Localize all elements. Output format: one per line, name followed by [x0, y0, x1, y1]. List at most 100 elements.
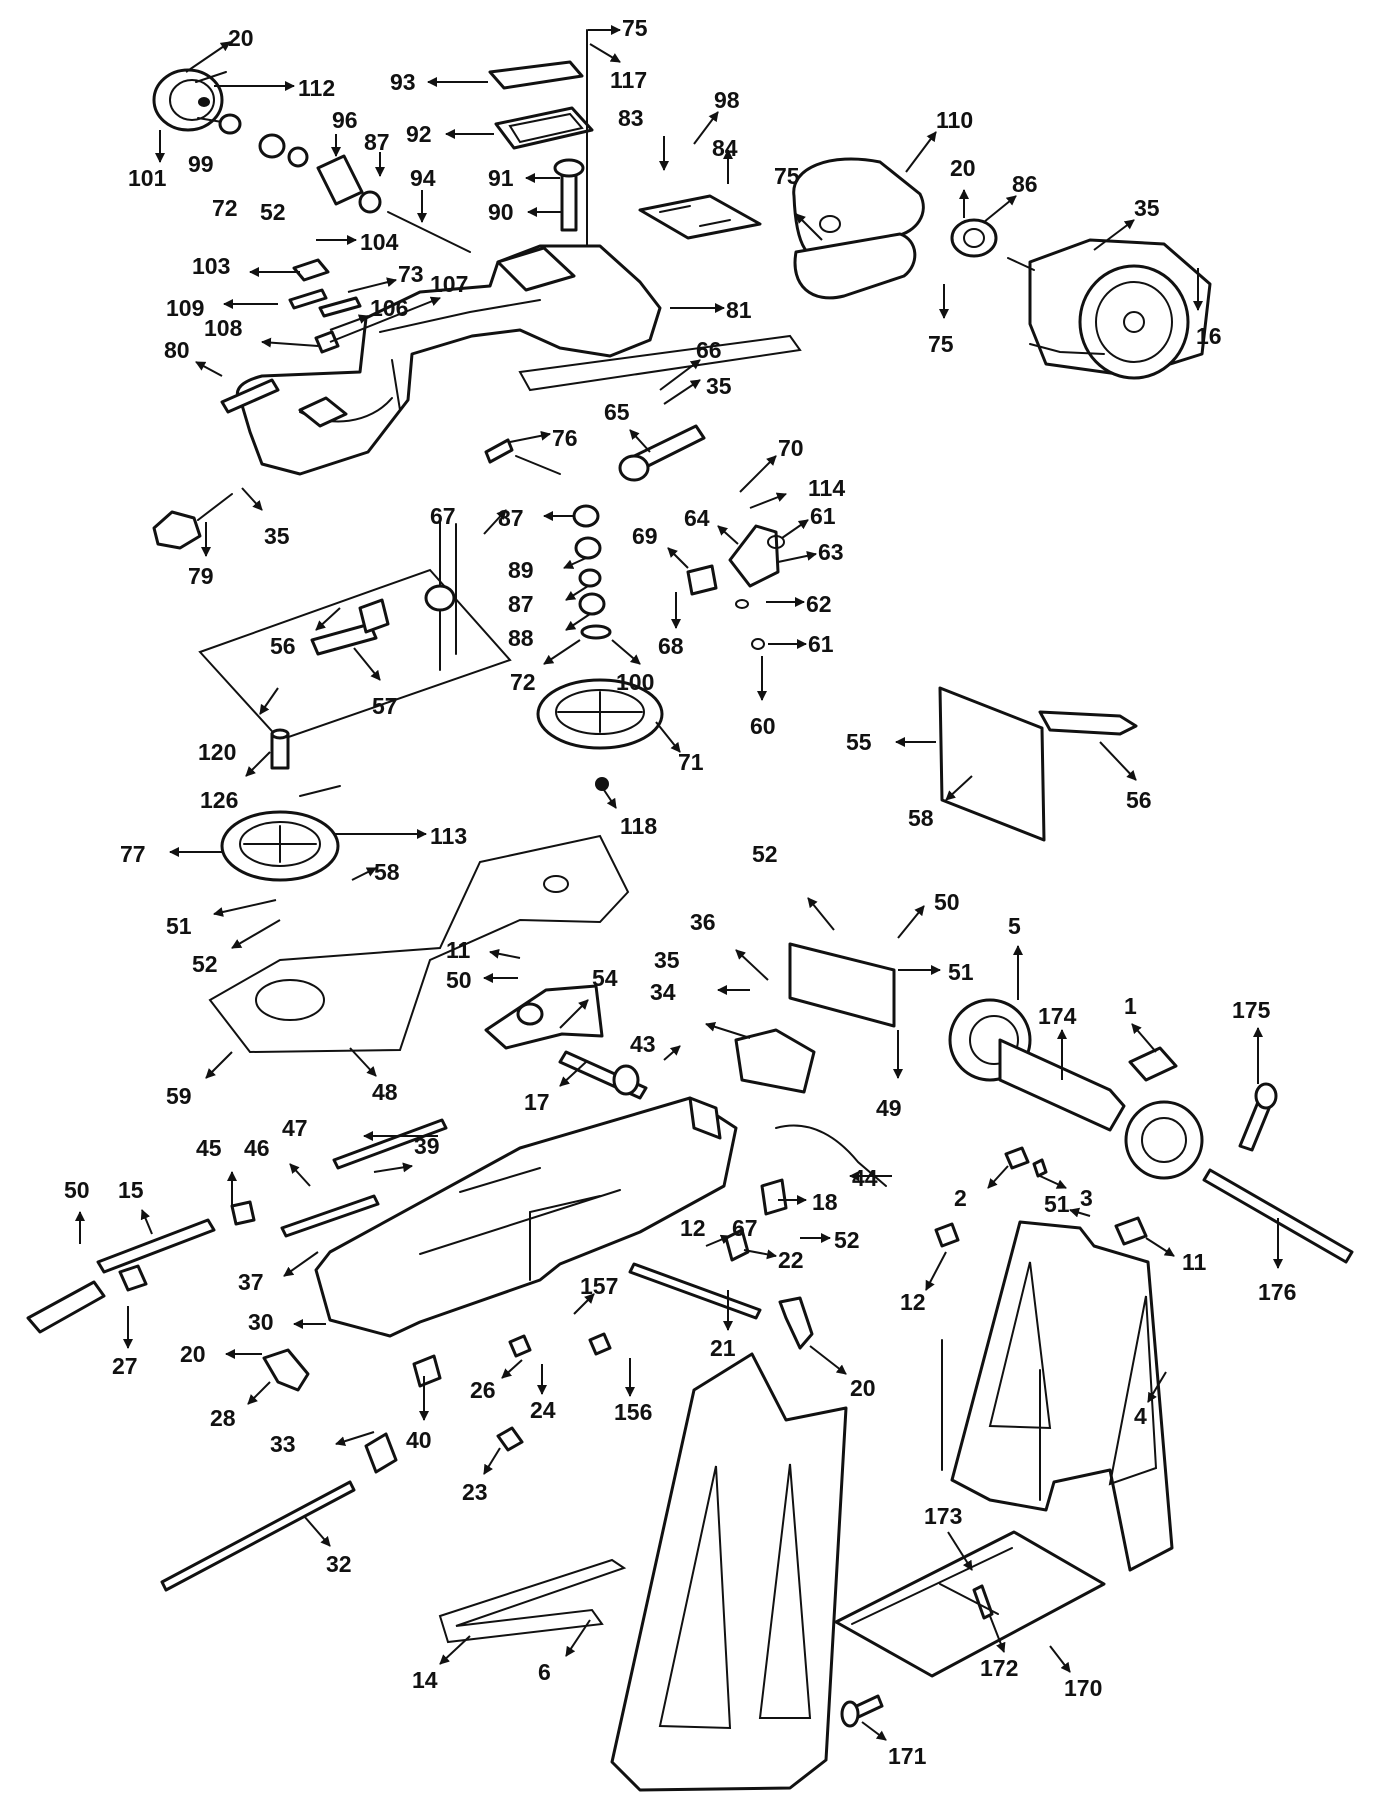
- part-label: 58: [374, 859, 400, 885]
- tension-knob-drawing: [1128, 1046, 1178, 1082]
- part-label: 62: [806, 591, 832, 617]
- part-label: 52: [834, 1227, 860, 1253]
- part-label: 100: [616, 669, 654, 695]
- part-label: 5: [1008, 913, 1021, 939]
- part-label: 52: [260, 199, 286, 225]
- part-label: 20: [850, 1375, 876, 1401]
- part-label: 2: [954, 1185, 967, 1211]
- part-label: 118: [620, 813, 657, 839]
- part-label: 28: [210, 1405, 236, 1431]
- vise-bracket-drawing: [734, 1028, 816, 1094]
- part-label: 35: [654, 947, 680, 973]
- washer-drawing: [218, 113, 242, 135]
- vise-jaw-drawing: [484, 984, 604, 1050]
- guide-block-drawing: [728, 524, 780, 588]
- part-label: 170: [1064, 1675, 1102, 1701]
- part-label: 61: [810, 503, 836, 529]
- handle-rod-drawing: [96, 1218, 216, 1274]
- part-label: 45: [196, 1135, 222, 1161]
- fence-plate-drawing: [788, 942, 896, 1028]
- part-label: 68: [658, 633, 684, 659]
- part-label: 11: [1182, 1249, 1207, 1275]
- part-label: 56: [1126, 787, 1152, 813]
- part-label: 103: [192, 253, 230, 279]
- part-label: 3: [1080, 1185, 1093, 1211]
- part-label: 60: [750, 713, 776, 739]
- part-label: 80: [164, 337, 190, 363]
- part-label: 23: [462, 1479, 488, 1505]
- part-label: 71: [678, 749, 704, 775]
- part-label: 65: [604, 399, 630, 425]
- feed-rod-drawing: [628, 1262, 762, 1320]
- part-label: 35: [264, 523, 290, 549]
- part-label: 114: [808, 475, 845, 501]
- belt-guard-drawing: [792, 157, 925, 300]
- part-label: 77: [120, 841, 146, 867]
- cover-plate-drawing: [488, 60, 584, 90]
- part-label: 89: [508, 557, 534, 583]
- part-label: 175: [1232, 997, 1271, 1023]
- block-drawing: [292, 258, 330, 282]
- part-label: 66: [696, 337, 722, 363]
- lower-wheel-drawing: [536, 678, 664, 791]
- panel-plate-drawing: [938, 686, 1046, 842]
- stop-block-drawing: [364, 1432, 398, 1474]
- part-label: 156: [614, 1399, 652, 1425]
- part-label: 51: [1044, 1191, 1070, 1217]
- part-label: 87: [498, 505, 524, 531]
- part-label: 73: [398, 261, 424, 287]
- part-label: 87: [508, 591, 534, 617]
- gasket-drawing: [494, 106, 594, 150]
- motor-pulley-drawing: [950, 218, 998, 258]
- part-label: 174: [1038, 1003, 1077, 1029]
- part-label: 88: [508, 625, 534, 651]
- part-label: 75: [928, 331, 954, 357]
- part-label: 40: [406, 1427, 432, 1453]
- gear-assembly-drawing: [948, 998, 1204, 1180]
- main-base-drawing: [314, 1096, 738, 1338]
- shaft-drawing: [387, 211, 471, 253]
- cable-drawing: [775, 1124, 887, 1187]
- part-label: 51: [948, 959, 974, 985]
- spindle-washer-drawing: [572, 504, 600, 528]
- part-label: 75: [774, 163, 800, 189]
- part-label: 84: [712, 135, 738, 161]
- part-label: 21: [710, 1335, 736, 1361]
- part-label: 55: [846, 729, 872, 755]
- part-label: 109: [166, 295, 204, 321]
- part-label: 39: [414, 1133, 440, 1159]
- part-label: 101: [128, 165, 167, 191]
- part-label: 52: [192, 951, 218, 977]
- part-label: 32: [326, 1551, 352, 1577]
- part-label: 20: [228, 25, 254, 51]
- part-label: 11: [446, 937, 471, 963]
- collar-drawing: [258, 133, 286, 159]
- part-number-labels: 20 112 101 99 72 96 87 94 52 104 103 109…: [64, 15, 1296, 1769]
- part-label: 106: [370, 295, 408, 321]
- part-label: 12: [680, 1215, 706, 1241]
- part-label: 18: [812, 1189, 838, 1215]
- part-label: 36: [690, 909, 716, 935]
- part-label: 33: [270, 1431, 296, 1457]
- part-label: 176: [1258, 1279, 1296, 1305]
- part-label: 49: [876, 1095, 902, 1121]
- right-stand-drawing: [950, 1220, 1174, 1572]
- part-label: 90: [488, 199, 514, 225]
- part-label: 1: [1124, 993, 1137, 1019]
- spring-drawing: [220, 378, 280, 414]
- part-label: 16: [1196, 323, 1222, 349]
- part-label: 47: [282, 1115, 308, 1141]
- part-label: 26: [470, 1377, 496, 1403]
- latch-drawing: [262, 1348, 310, 1392]
- part-label: 52: [752, 841, 778, 867]
- part-label: 107: [430, 271, 468, 297]
- part-label: 92: [406, 121, 432, 147]
- part-label: 14: [412, 1667, 438, 1693]
- part-label: 17: [524, 1089, 550, 1115]
- leader-lines: [75, 25, 1283, 1741]
- part-label: 37: [238, 1269, 264, 1295]
- part-label: 57: [372, 693, 398, 719]
- part-label: 120: [198, 739, 236, 765]
- part-label: 22: [778, 1247, 804, 1273]
